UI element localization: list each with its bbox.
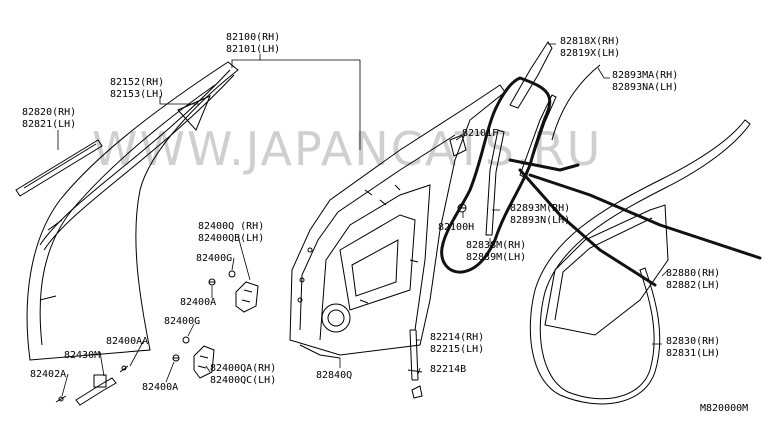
sash-cover-82818x xyxy=(509,41,553,109)
label-82821: 82821(LH) xyxy=(22,119,76,130)
label-82101f: 82101F xyxy=(462,128,498,139)
label-82400q: 82400Q (RH) xyxy=(198,221,264,232)
label-82818x: 82818X(RH) xyxy=(560,36,620,47)
bolt-82400g-top xyxy=(228,270,236,278)
bolt-82400g-bot xyxy=(182,336,190,344)
label-82214: 82214(RH) xyxy=(430,332,484,343)
label-82830: 82830(RH) xyxy=(666,336,720,347)
door-seal-82880 xyxy=(544,204,669,336)
bolt-82400aa xyxy=(119,365,129,373)
label-82400g-bot: 82400G xyxy=(164,316,200,327)
figure-code: M820000M xyxy=(700,403,748,414)
watermark: WWW.JAPANCATS.RU xyxy=(92,122,602,176)
label-82153: 82153(LH) xyxy=(110,89,164,100)
label-82838m: 82838M(RH) xyxy=(466,240,526,251)
check-link-82430m xyxy=(75,374,117,406)
bolt-82400a-mid xyxy=(208,278,216,286)
label-82400g-top: 82400G xyxy=(196,253,232,264)
weatherstrip-82893ma xyxy=(551,64,601,141)
label-82400qb: 82400QB(LH) xyxy=(198,233,264,244)
label-82402a: 82402A xyxy=(30,369,66,380)
hand-drawn-highlight xyxy=(440,76,762,287)
sash-trim-82838m xyxy=(485,129,505,236)
label-82893na: 82893NA(LH) xyxy=(612,82,678,93)
label-82820: 82820(RH) xyxy=(22,107,76,118)
label-82819x: 82819X(LH) xyxy=(560,48,620,59)
label-82893m: 82893M(RH) xyxy=(510,203,570,214)
bolt-82402a xyxy=(55,395,67,403)
label-82839m: 82839M(LH) xyxy=(466,252,526,263)
labels: 82100(RH) 82101(LH) 82152(RH) 82153(LH) … xyxy=(22,32,748,414)
label-82430m: 82430M xyxy=(64,350,100,361)
label-82100: 82100(RH) xyxy=(226,32,280,43)
lower-hinge-82400qa xyxy=(193,345,215,379)
label-82400qa: 82400QA(RH) xyxy=(210,363,276,374)
label-82400a-mid: 82400A xyxy=(180,297,216,308)
moulding-82152 xyxy=(39,69,235,251)
glass-run-82214 xyxy=(407,329,423,381)
label-82152: 82152(RH) xyxy=(110,77,164,88)
label-82880: 82880(RH) xyxy=(666,268,720,279)
label-82893n: 82893N(LH) xyxy=(510,215,570,226)
part-82101f xyxy=(449,134,467,157)
door-weatherstrip-82830 xyxy=(529,119,751,405)
label-82831: 82831(LH) xyxy=(666,348,720,359)
label-82400aa: 82400AA xyxy=(106,336,148,347)
leader-lines xyxy=(57,43,669,397)
label-82215: 82215(LH) xyxy=(430,344,484,355)
label-82840q: 82840Q xyxy=(316,370,352,381)
door-inner-panel xyxy=(289,84,506,359)
label-82893ma: 82893MA(RH) xyxy=(612,70,678,81)
label-82100h: 82100H xyxy=(438,222,474,233)
label-82214b: 82214B xyxy=(430,364,466,375)
moulding-82820 xyxy=(15,139,103,197)
clip-82214b xyxy=(411,385,423,399)
label-82400qc: 82400QC(LH) xyxy=(210,375,276,386)
label-82882: 82882(LH) xyxy=(666,280,720,291)
label-82101: 82101(LH) xyxy=(226,44,280,55)
label-82400a-bot: 82400A xyxy=(142,382,178,393)
upper-hinge-82400q xyxy=(235,281,259,313)
bolt-82400a-bot xyxy=(172,354,180,362)
